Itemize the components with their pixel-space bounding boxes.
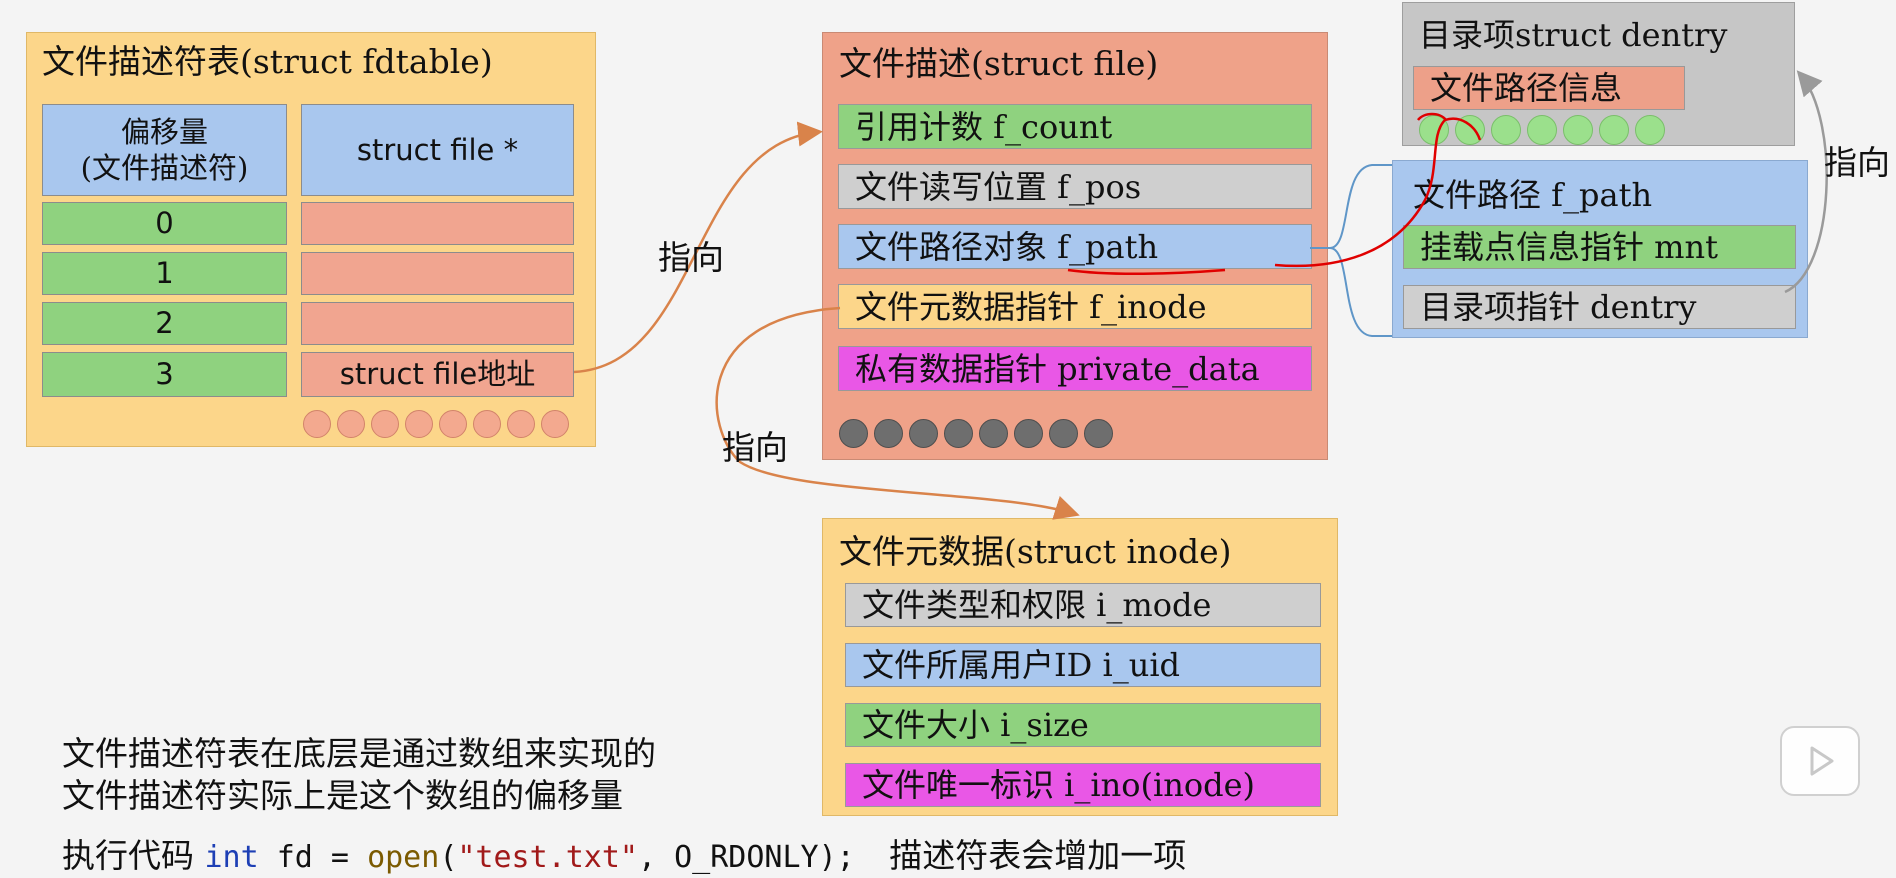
path-title: 文件路径 f_path: [1413, 176, 1653, 214]
ellipsis-dot: [439, 410, 467, 438]
ellipsis-dot: [1049, 419, 1078, 448]
inode-field-i-uid: 文件所属用户ID i_uid: [845, 643, 1321, 687]
code-snippet: int fd = open("test.txt", O_RDONLY);: [205, 840, 855, 875]
file-panel: 文件描述(struct file) 引用计数 f_count 文件读写位置 f_…: [822, 32, 1328, 460]
ellipsis-dot: [337, 410, 365, 438]
arrow-file-to-inode: [715, 306, 1080, 520]
fdtable-value-2: [301, 302, 574, 345]
fdtable-title: 文件描述符表(struct fdtable): [42, 42, 493, 81]
ellipsis-dot: [1527, 115, 1557, 145]
dentry-title: 目录项struct dentry: [1419, 16, 1728, 54]
path-field-mnt: 挂载点信息指针 mnt: [1403, 225, 1796, 269]
fdtable-more-dots: [303, 410, 569, 438]
exec-suffix: 描述符表会增加一项: [889, 836, 1187, 875]
file-field-f-count: 引用计数 f_count: [838, 104, 1312, 149]
code-string: "test.txt": [457, 840, 638, 875]
ellipsis-dot: [1491, 115, 1521, 145]
annotation-hook: [1417, 112, 1447, 121]
fdtable-index-0: 0: [42, 202, 287, 245]
ellipsis-dot: [1084, 419, 1113, 448]
ellipsis-dot: [1635, 115, 1665, 145]
inode-field-i-mode: 文件类型和权限 i_mode: [845, 583, 1321, 627]
play-button[interactable]: [1780, 726, 1860, 796]
fdtable-index-2: 2: [42, 302, 287, 345]
file-field-f-pos: 文件读写位置 f_pos: [838, 164, 1312, 209]
fdtable-offset-header: 偏移量 (文件描述符): [42, 104, 287, 196]
file-title: 文件描述(struct file): [839, 44, 1159, 83]
exec-prefix: 执行代码: [62, 836, 194, 875]
file-field-f-path: 文件路径对象 f_path: [838, 224, 1312, 269]
arrow-fdtable-to-file: [573, 121, 823, 374]
fdtable-value-3: struct file地址: [301, 352, 574, 397]
ellipsis-dot: [839, 419, 868, 448]
inode-field-i-size: 文件大小 i_size: [845, 703, 1321, 747]
file-field-f-inode: 文件元数据指针 f_inode: [838, 284, 1312, 329]
ellipsis-dot: [1563, 115, 1593, 145]
code-function: open: [367, 840, 440, 875]
ellipsis-dot: [507, 410, 535, 438]
fdtable-file-header: struct file *: [301, 104, 574, 196]
ellipsis-dot: [944, 419, 973, 448]
ellipsis-dot: [541, 410, 569, 438]
ellipsis-dot: [874, 419, 903, 448]
ellipsis-dot: [909, 419, 938, 448]
dentry-panel: 目录项struct dentry 文件路径信息: [1402, 2, 1795, 146]
inode-title: 文件元数据(struct inode): [839, 532, 1232, 571]
arrow-path-to-dentry: [1784, 70, 1828, 294]
fdtable-index-1: 1: [42, 252, 287, 295]
ellipsis-dot: [473, 410, 501, 438]
file-more-dots: [839, 419, 1113, 448]
brace-f-path: [1310, 164, 1392, 337]
inode-panel: 文件元数据(struct inode) 文件类型和权限 i_mode 文件所属用…: [822, 518, 1338, 816]
annotation-stroke: [1274, 117, 1482, 268]
arrow-label-fdtable-to-file: 指向: [658, 238, 724, 277]
ellipsis-dot: [303, 410, 331, 438]
play-icon: [1810, 746, 1834, 776]
ellipsis-dot: [979, 419, 1008, 448]
path-panel: 文件路径 f_path 挂载点信息指针 mnt 目录项指针 dentry: [1392, 160, 1808, 338]
code-open-paren: (: [439, 840, 458, 875]
fdtable-value-1: [301, 252, 574, 295]
code-keyword: int: [204, 840, 259, 875]
fdtable-value-0: [301, 202, 574, 245]
ellipsis-dot: [1599, 115, 1629, 145]
arrow-label-file-to-inode: 指向: [722, 428, 788, 467]
fdtable-panel: 文件描述符表(struct fdtable) 偏移量 (文件描述符) struc…: [26, 32, 596, 447]
ellipsis-dot: [1014, 419, 1043, 448]
arrow-label-path-to-dentry: 指向: [1824, 143, 1890, 182]
fdtable-index-3: 3: [42, 352, 287, 397]
inode-field-i-ino: 文件唯一标识 i_ino(inode): [845, 763, 1321, 807]
note-exec-line: 执行代码 int fd = open("test.txt", O_RDONLY)…: [62, 839, 1186, 873]
annotation-underline: [1067, 268, 1226, 276]
ellipsis-dot: [405, 410, 433, 438]
note-line-1: 文件描述符表在底层是通过数组来实现的: [62, 734, 656, 773]
ellipsis-dot: [371, 410, 399, 438]
code-rest: , O_RDONLY);: [638, 840, 855, 875]
dentry-more-dots: [1419, 115, 1665, 145]
file-field-private-data: 私有数据指针 private_data: [838, 346, 1312, 391]
note-line-2: 文件描述符实际上是这个数组的偏移量: [62, 776, 623, 815]
dentry-field-path-info: 文件路径信息: [1413, 66, 1685, 110]
path-field-dentry: 目录项指针 dentry: [1403, 285, 1796, 329]
code-var: fd =: [258, 840, 368, 875]
